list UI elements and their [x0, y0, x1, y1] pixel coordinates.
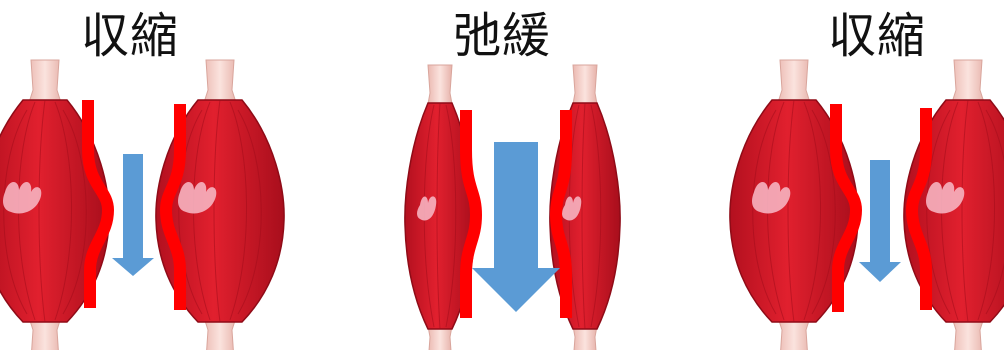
down-arrow-icon	[472, 142, 560, 312]
panel-right	[730, 60, 1004, 350]
panel-middle	[405, 65, 620, 350]
down-arrow-icon	[112, 154, 154, 276]
panel-left	[0, 60, 284, 350]
muscle-right-b	[904, 60, 1004, 350]
down-arrow-icon	[859, 160, 901, 282]
